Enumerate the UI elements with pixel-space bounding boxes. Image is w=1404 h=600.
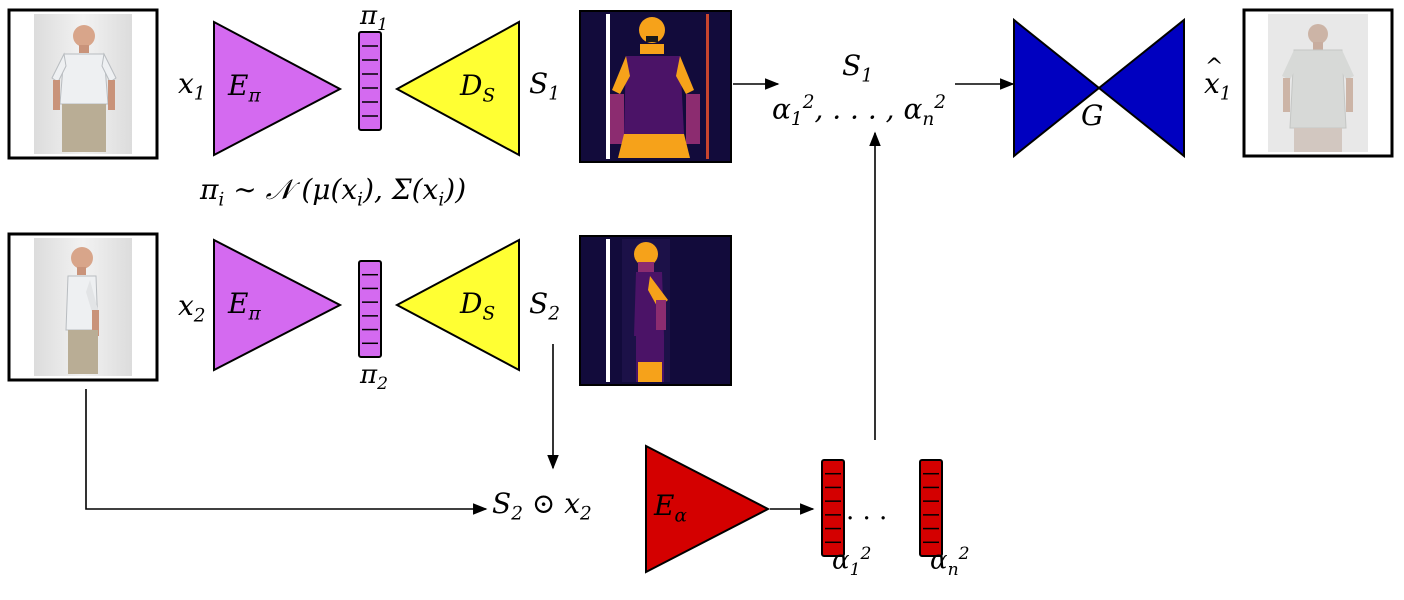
segmentation-map-s1 bbox=[579, 10, 732, 163]
pose-distribution-formula: πi ∼ 𝒩 (μ(xi), Σ(xi)) bbox=[200, 173, 467, 211]
label-x1: x1 bbox=[178, 67, 206, 105]
segmentation-decoder-2 bbox=[394, 238, 520, 372]
generator-input-alphas: α12, . . . , αn2 bbox=[772, 92, 947, 130]
label-s2: S2 bbox=[529, 287, 560, 325]
label-decoder-2: DS bbox=[460, 287, 496, 325]
appearance-vector-alphan bbox=[919, 459, 943, 557]
label-pose-encoder-1: Eπ bbox=[228, 69, 261, 107]
label-pi2: π2 bbox=[360, 360, 389, 395]
label-output-x1-hat: ^x1 bbox=[1204, 55, 1232, 105]
vector-frame bbox=[919, 459, 943, 557]
label-pi1: π1 bbox=[360, 1, 389, 36]
segmentation-decoder-1 bbox=[394, 20, 520, 157]
appearance-vector-alpha1 bbox=[821, 459, 845, 557]
output-photo bbox=[1242, 8, 1394, 158]
label-generator: G bbox=[1081, 99, 1104, 132]
appearance-encoder bbox=[645, 444, 771, 574]
segmentation-map-s2 bbox=[579, 235, 732, 386]
generator-network bbox=[1013, 17, 1185, 159]
label-x2: x2 bbox=[178, 289, 206, 327]
pose-vector-pi2 bbox=[358, 260, 382, 358]
input-photo-x2 bbox=[7, 232, 159, 382]
vector-frame bbox=[358, 31, 382, 131]
pose-encoder-2 bbox=[213, 238, 343, 372]
arrow-x2-to-masked-input bbox=[85, 389, 488, 515]
label-appearance-encoder: Eα bbox=[654, 489, 687, 527]
pose-vector-pi1 bbox=[358, 31, 382, 131]
generator-input-s1: S1 bbox=[842, 49, 873, 87]
input-photo-x1 bbox=[7, 8, 159, 160]
label-alpha1: α12 bbox=[832, 544, 872, 580]
label-alphan: αn2 bbox=[930, 544, 970, 580]
label-decoder-1: DS bbox=[460, 69, 496, 107]
masked-input-label: S2 ⊙ x2 bbox=[492, 487, 592, 525]
label-pose-encoder-2: Eπ bbox=[228, 287, 261, 325]
vector-frame bbox=[358, 260, 382, 358]
vector-frame bbox=[821, 459, 845, 557]
label-s1: S1 bbox=[529, 67, 560, 105]
alpha-ellipsis: . . . bbox=[846, 496, 888, 526]
pose-encoder-1 bbox=[213, 20, 343, 157]
